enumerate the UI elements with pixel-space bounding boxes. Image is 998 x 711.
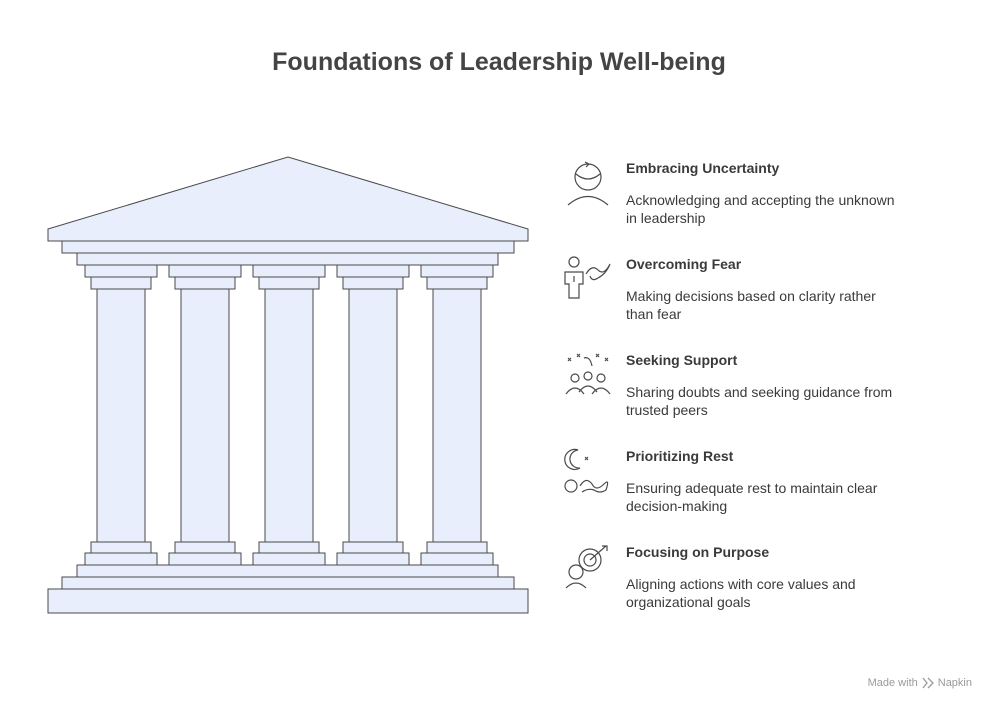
foundation-item: Prioritizing Rest Ensuring adequate rest…: [560, 448, 920, 528]
item-description: Making decisions based on clarity rather…: [626, 288, 876, 322]
item-heading: Prioritizing Rest: [626, 448, 734, 464]
item-description: Aligning actions with core values and or…: [626, 576, 856, 610]
page-title: Foundations of Leadership Well-being: [272, 48, 726, 76]
temple-column: [420, 264, 494, 566]
footer-prefix: Made with: [867, 677, 918, 689]
temple-roof: [47, 156, 529, 242]
temple-column: [84, 264, 158, 566]
temple-entablature-1: [61, 240, 515, 254]
temple-column: [168, 264, 242, 566]
foundation-item: Overcoming Fear Making decisions based o…: [560, 256, 920, 336]
footer-brand: Napkin: [937, 677, 972, 689]
head-rotate-icon: [567, 161, 609, 206]
temple-base-2: [61, 576, 515, 590]
temple-base-3: [47, 588, 529, 614]
item-heading: Seeking Support: [626, 352, 738, 368]
foundation-item: Focusing on Purpose Aligning actions wit…: [560, 544, 920, 624]
item-heading: Overcoming Fear: [626, 256, 742, 272]
foundation-item: Seeking Support Sharing doubts and seeki…: [560, 352, 920, 432]
temple-entablature-2: [76, 252, 499, 266]
napkin-logo-icon: [922, 677, 934, 689]
temple-column: [252, 264, 326, 566]
foundation-item: Embracing Uncertainty Acknowledging and …: [560, 160, 920, 240]
item-description: Sharing doubts and seeking guidance from…: [626, 384, 893, 418]
temple-base-1: [76, 564, 499, 578]
item-description: Acknowledging and accepting the unknown …: [626, 192, 895, 226]
person-path-icon: [564, 256, 611, 299]
target-focus-icon: [565, 545, 608, 589]
item-heading: Focusing on Purpose: [626, 544, 770, 560]
temple-column: [336, 264, 410, 566]
item-heading: Embracing Uncertainty: [626, 160, 780, 176]
group-support-icon: [565, 353, 611, 395]
item-description: Ensuring adequate rest to maintain clear…: [626, 480, 878, 514]
moon-rest-icon: [564, 448, 609, 493]
footer-credit: Made with Napkin: [868, 677, 972, 689]
